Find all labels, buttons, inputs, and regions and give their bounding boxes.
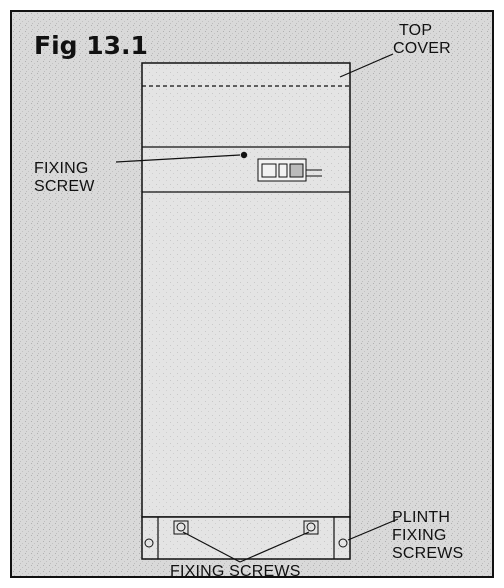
plinth-screw-right [306, 522, 316, 532]
plinth-screws-leader [347, 518, 399, 541]
plinth-screw-right-housing [303, 520, 319, 535]
plinth-fixing-screws-label-line2: FIXING [392, 527, 447, 544]
plinth-fixing-screws-label-line3: SCREWS [392, 545, 464, 562]
fixing-screws-leader-left [182, 531, 241, 563]
fixing-screws-label: FIXING SCREWS [170, 563, 301, 580]
plinth-side-screw-right [338, 538, 348, 548]
plinth-screw-left-housing [173, 520, 189, 535]
top-cover-label-line1: TOP [399, 22, 433, 39]
top-cover-label-line2: COVER [393, 40, 451, 57]
fixing-screw-leader [115, 154, 241, 163]
fixing-screws-leader-right [239, 531, 310, 563]
fixing-screw-label-line2: SCREW [34, 178, 95, 195]
plinth [141, 516, 351, 560]
fixing-screw-label-line1: FIXING [34, 160, 89, 177]
plinth-screw-left [176, 522, 186, 532]
figure-title: Fig 13.1 [34, 31, 148, 60]
plinth-side-screw-left [144, 538, 154, 548]
top-cover-leader [339, 53, 394, 78]
fixing-screw-dot [240, 151, 248, 159]
appliance-body [141, 62, 351, 518]
plinth-fixing-screws-label-line1: PLINTH [392, 509, 451, 526]
control-display [257, 158, 322, 182]
